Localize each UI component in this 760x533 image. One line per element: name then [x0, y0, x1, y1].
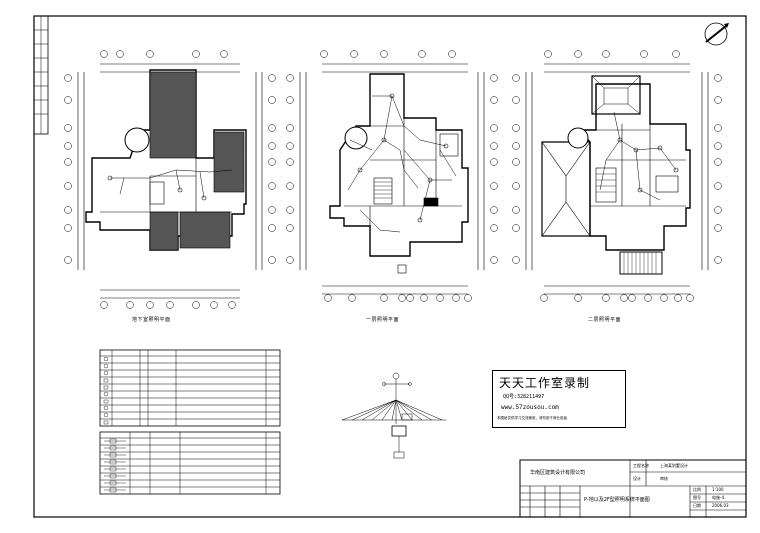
- company-name: 华南区建筑设计有限公司: [530, 470, 586, 476]
- floor1-plan: [286, 50, 498, 302]
- stamp-title: 天天工作室录制: [499, 376, 591, 390]
- basement-plan-title: 地下室照明平面: [132, 317, 171, 323]
- floor2-plan-title: 二层照明平面: [588, 317, 622, 323]
- sheet-value: 电施-4: [712, 495, 724, 500]
- north-arrow-icon: [704, 22, 729, 46]
- legend-table-2: [99, 431, 281, 495]
- stamp-note: 本图纸仅供学习交流使用，请勿用于商业用途: [497, 416, 567, 420]
- title-block: [519, 459, 747, 518]
- floor1-plan-title: 一层照明平面: [366, 317, 400, 323]
- drawing-title: P-地以及2F型照明系统平面图: [584, 497, 650, 503]
- basement-plan: [64, 50, 276, 309]
- project-label: 工程名称: [633, 463, 649, 468]
- scale-label: 比例: [693, 487, 701, 492]
- date-value: 2006.03: [712, 503, 729, 508]
- floor2-plan: [512, 50, 722, 302]
- legend-table-1: [99, 349, 281, 427]
- scale-value: 1:100: [712, 487, 724, 492]
- date-label: 日期: [693, 503, 701, 508]
- studio-stamp: 天天工作室录制 QQ号:328211497 www.57zousou.com 本…: [492, 370, 626, 428]
- check-label: 审核: [660, 476, 668, 481]
- stamp-qq: QQ号:328211497: [503, 394, 545, 400]
- system-diagram: [341, 372, 446, 459]
- design-label: 设计: [633, 476, 641, 481]
- stamp-url[interactable]: www.57zousou.com: [501, 404, 559, 411]
- project-value: 上海某别墅设计: [660, 463, 688, 468]
- sheet-label: 图号: [693, 495, 701, 500]
